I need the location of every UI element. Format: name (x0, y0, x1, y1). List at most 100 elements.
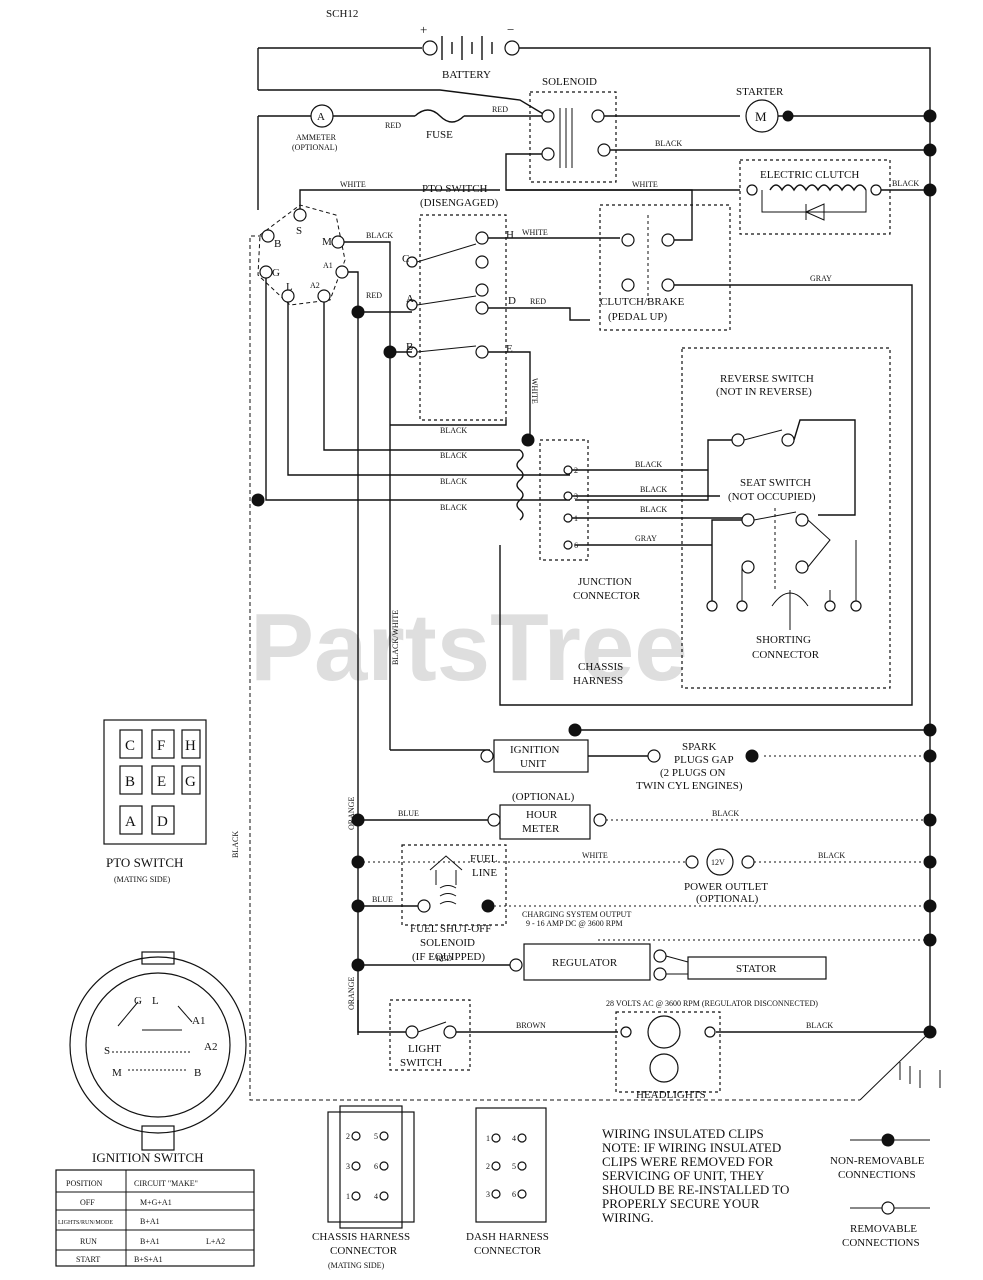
ign-table-h2: CIRCUIT "MAKE" (134, 1179, 198, 1188)
solenoid-label: SOLENOID (542, 76, 597, 88)
wire-white-e: WHITE (530, 378, 539, 404)
fuse: FUSE (414, 109, 465, 141)
ignition-table: POSITION CIRCUIT "MAKE" OFF M+G+A1 LIGHT… (55, 1169, 255, 1267)
stator: STATOR (665, 955, 827, 980)
fuel-shutoff-solenoid: FUEL LINE FUEL SHUT-OFF SOLENOID (IF EQU… (401, 844, 507, 963)
ign-term-l: L (286, 281, 293, 293)
wire-red-sol: RED (492, 105, 508, 114)
pto-term-a: A (406, 293, 414, 305)
note-line-4: SHOULD BE RE-INSTALLED TO (602, 1182, 789, 1197)
wire-black-hl: BLACK (806, 1021, 833, 1030)
regulator-label: REGULATOR (552, 957, 618, 969)
note-title: WIRING INSULATED CLIPS (602, 1126, 764, 1141)
power-outlet-symbol: 12V (711, 858, 725, 867)
wire-bw: BLACK/WHITE (391, 610, 400, 665)
ign-term-s: S (296, 225, 302, 237)
ign-term-m: M (322, 236, 332, 248)
hour-meter-label-2: METER (522, 823, 560, 835)
chassis-conn-caption-3: (MATING SIDE) (328, 1261, 385, 1270)
fuel-shutoff-label-1: FUEL SHUT-OFF (410, 923, 491, 935)
ign-table-r3c1: RUN (80, 1237, 97, 1246)
ign-term-a1: A1 (323, 261, 333, 270)
pto-mate-g: G (185, 774, 196, 790)
ign-face-b: B (194, 1067, 201, 1079)
pto-mate-h: H (185, 738, 196, 754)
dhc-pin-2: 2 (486, 1162, 490, 1171)
ignition-unit: IGNITION UNIT (480, 739, 589, 773)
ignition-unit-label-2: UNIT (520, 758, 547, 770)
ign-face-a1: A1 (192, 1015, 205, 1027)
chassis-conn-caption-1: CHASSIS HARNESS (312, 1231, 410, 1243)
wire-red-pto: RED (366, 291, 382, 300)
pto-mating-caption-2: (MATING SIDE) (114, 875, 171, 884)
ammeter-symbol: A (317, 111, 325, 123)
legend: NON-REMOVABLE CONNECTIONS REMOVABLE CONN… (830, 1133, 930, 1249)
reverse-switch-label-1: REVERSE SWITCH (720, 373, 814, 385)
chassis-label-2: HARNESS (573, 675, 623, 687)
power-outlet-label-2: (OPTIONAL) (696, 893, 759, 905)
pto-mate-a: A (125, 814, 136, 830)
junction-connector: 2 3 1 6 JUNCTION CONNECTOR CHASSIS HARNE… (516, 439, 641, 687)
reverse-switch-label-2: (NOT IN REVERSE) (716, 386, 812, 398)
legend-nonremovable-symbol (881, 1133, 895, 1147)
light-switch: LIGHT SWITCH (389, 999, 471, 1071)
wire-black-po: BLACK (818, 851, 845, 860)
spark-label-3: (2 PLUGS ON (660, 767, 725, 779)
spark-label-4: TWIN CYL ENGINES) (636, 780, 743, 792)
legend-removable-1: REMOVABLE (850, 1223, 917, 1235)
ign-table-r1c2: M+G+A1 (140, 1198, 172, 1207)
shorting-label-2: CONNECTOR (752, 649, 820, 661)
wire-orange-2: ORANGE (347, 977, 356, 1010)
starter-symbol: M (755, 109, 767, 124)
ign-term-g: G (272, 267, 280, 279)
clutch-brake-switch: CLUTCH/BRAKE (PEDAL UP) (599, 204, 731, 331)
reverse-switch: REVERSE SWITCH (NOT IN REVERSE) (716, 373, 814, 447)
seat-switch-label-1: SEAT SWITCH (740, 477, 811, 489)
wire-black-sol: BLACK (655, 139, 682, 148)
chc-pin-2: 2 (346, 1132, 350, 1141)
ignition-switch-caption: IGNITION SWITCH (92, 1150, 204, 1165)
solenoid: SOLENOID (529, 76, 617, 183)
dash-conn-caption-1: DASH HARNESS (466, 1231, 549, 1243)
wire-black-jc2: BLACK (640, 485, 667, 494)
legend-nonremovable-1: NON-REMOVABLE (830, 1155, 925, 1167)
note-line-1: NOTE: IF WIRING INSULATED (602, 1140, 781, 1155)
ign-term-b: B (274, 238, 281, 250)
chassis-harness-connector: 2 5 3 6 1 4 CHASSIS HARNESS CONNECTOR (M… (312, 1105, 415, 1270)
ign-face-a2: A2 (204, 1041, 217, 1053)
wire-white-ign: WHITE (340, 180, 366, 189)
dash-harness-connector: 1 4 2 5 3 6 DASH HARNESS CONNECTOR (466, 1107, 549, 1257)
wire-gray-jc: GRAY (635, 534, 657, 543)
wiring-note: WIRING INSULATED CLIPS NOTE: IF WIRING I… (602, 1126, 789, 1225)
note-line-3: SERVICING OF UNIT, THEY (602, 1168, 765, 1183)
power-outlet-label-1: POWER OUTLET (684, 881, 768, 893)
clutch-brake-label-1: CLUTCH/BRAKE (600, 296, 685, 308)
pto-term-e: E (506, 343, 513, 355)
wire-blue-hm: BLUE (398, 809, 419, 818)
junction-label-2: CONNECTOR (573, 590, 641, 602)
ignition-unit-label-1: IGNITION (510, 744, 560, 756)
ign-term-a2: A2 (310, 281, 320, 290)
chc-pin-3: 3 (346, 1162, 350, 1171)
fuel-line-label-1: FUEL (470, 853, 498, 865)
ign-table-r3c2: B+A1 (140, 1237, 160, 1246)
chc-pin-1: 1 (346, 1192, 350, 1201)
ign-face-m: M (112, 1067, 122, 1079)
ign-face-g: G (134, 995, 142, 1007)
hour-meter-label-0: (OPTIONAL) (512, 791, 575, 803)
dhc-pin-1: 1 (486, 1134, 490, 1143)
light-switch-label-1: LIGHT (408, 1043, 441, 1055)
ignition-switch-schematic: S B M G L A1 A2 (257, 204, 349, 306)
wire-red-reg: RED (436, 954, 452, 963)
note-line-6: WIRING. (602, 1210, 654, 1225)
pto-mate-e: E (157, 774, 166, 790)
power-outlet: 12V POWER OUTLET (OPTIONAL) (684, 848, 768, 905)
light-switch-label-2: SWITCH (400, 1057, 442, 1069)
pto-mating-caption-1: PTO SWITCH (106, 855, 183, 870)
watermark: PartsTree (250, 594, 688, 701)
ign-face-s: S (104, 1045, 110, 1057)
chc-pin-4: 4 (374, 1192, 378, 1201)
seat-switch: SEAT SWITCH (NOT OCCUPIED) (728, 477, 831, 590)
chassis-conn-caption-2: CONNECTOR (330, 1245, 398, 1257)
chc-pin-5: 5 (374, 1132, 378, 1141)
